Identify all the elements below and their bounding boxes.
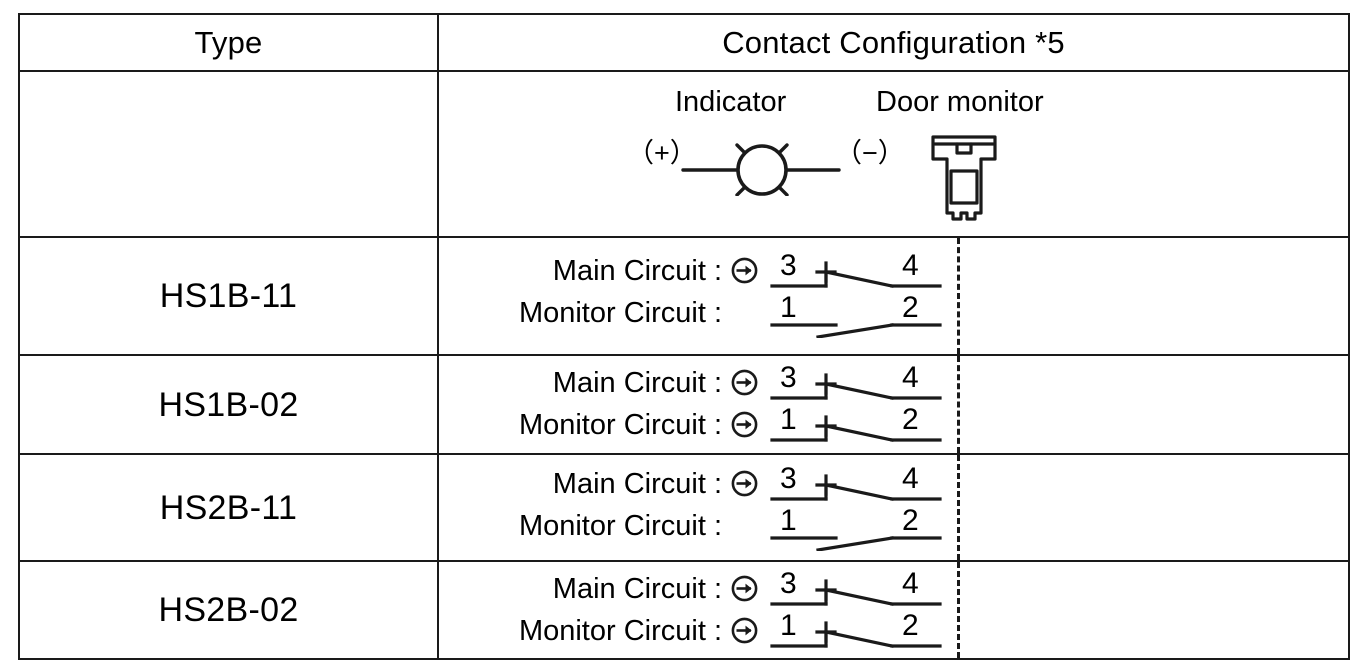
config-area: Main Circuit : 3 4: [439, 238, 1348, 354]
direct-opening-action-icon: [731, 411, 758, 438]
header-label-contact-configuration: Contact Configuration *5: [722, 25, 1065, 60]
terminal-number-left: 1: [780, 504, 797, 537]
no-contact-icon: [770, 323, 942, 339]
linkage-dashed-line: [957, 455, 960, 560]
direct-opening-action-icon: [731, 369, 758, 396]
terminal-number-left: 1: [780, 291, 797, 324]
polarity-positive-label: （+）: [627, 138, 697, 168]
contact-symbol-nc: 1 2: [764, 610, 944, 656]
table-row: HS1B-11 Main Circuit :: [18, 236, 1350, 356]
circuit-row-monitor: Monitor Circuit : 1 2: [439, 292, 1348, 339]
table-row: HS1B-02 Main Circuit :: [18, 354, 1350, 455]
terminal-number-right: 2: [902, 504, 919, 537]
nc-contact-icon: [770, 621, 942, 648]
type-label: HS2B-02: [158, 591, 299, 629]
table-header-row: Type Contact Configuration *5: [18, 13, 1350, 72]
contact-symbol-no: 1 2: [764, 291, 944, 339]
terminal-number-right: 2: [902, 291, 919, 324]
door-monitor-label: Door monitor: [876, 86, 1044, 118]
lamp-icon: [681, 143, 841, 197]
symbol-legend-cell-empty: [18, 70, 439, 238]
linkage-dashed-line: [957, 562, 960, 658]
config-area: Main Circuit : 3 4: [439, 455, 1348, 560]
terminal-number-right: 2: [902, 403, 919, 436]
linkage-dashed-line: [957, 356, 960, 453]
circuit-label-monitor: Monitor Circuit :: [518, 409, 722, 441]
circuit-row-monitor: Monitor Circuit : 1 2: [439, 404, 1348, 446]
circuit-row-main: Main Circuit : 3 4: [439, 250, 1348, 292]
indicator-circuit-symbol: （+） （−）: [627, 132, 905, 197]
nc-contact-icon: [770, 373, 942, 400]
config-cell: Main Circuit : 3 4: [437, 560, 1350, 660]
circuit-row-monitor: Monitor Circuit : 1 2: [439, 505, 1348, 552]
contact-symbol-nc: 3 4: [764, 568, 944, 614]
contact-symbol-nc: 3 4: [764, 362, 944, 408]
actuator-key-icon: [931, 135, 997, 221]
contact-symbol-nc: 1 2: [764, 404, 944, 450]
nc-contact-icon: [770, 261, 942, 288]
nc-contact-icon: [770, 474, 942, 501]
circuit-label-main: Main Circuit :: [552, 255, 722, 287]
terminal-number-left: 3: [780, 567, 797, 600]
contact-configuration-table: Type Contact Configuration *5 Indicator …: [18, 13, 1350, 660]
type-cell: HS2B-11: [18, 453, 439, 562]
circuit-label-main: Main Circuit :: [552, 468, 722, 500]
type-label: HS1B-11: [159, 277, 298, 315]
config-cell: Main Circuit : 3 4: [437, 354, 1350, 455]
circuit-label-main: Main Circuit :: [552, 367, 722, 399]
terminal-number-right: 2: [902, 609, 919, 642]
circuit-row-main: Main Circuit : 3 4: [439, 568, 1348, 610]
polarity-negative-label: （−）: [835, 138, 905, 168]
header-cell-contact-configuration: Contact Configuration *5: [437, 13, 1350, 72]
terminal-number-left: 1: [780, 609, 797, 642]
type-label: HS1B-02: [158, 385, 299, 424]
indicator-label: Indicator: [675, 86, 787, 118]
contact-symbol-nc: 3 4: [764, 250, 944, 296]
type-cell: HS2B-02: [18, 560, 439, 660]
circuit-label-monitor: Monitor Circuit :: [518, 297, 722, 329]
terminal-number-right: 4: [902, 361, 919, 394]
symbol-legend-area: Indicator Door monitor （+） （−）: [439, 72, 1348, 236]
contact-symbol-no: 1 2: [764, 504, 944, 552]
symbol-legend-cell: Indicator Door monitor （+） （−）: [437, 70, 1350, 238]
terminal-number-right: 4: [902, 249, 919, 282]
circuit-label-monitor: Monitor Circuit :: [518, 510, 722, 542]
terminal-number-left: 1: [780, 403, 797, 436]
circuit-label-monitor: Monitor Circuit :: [518, 615, 722, 647]
terminal-number-left: 3: [780, 361, 797, 394]
direct-opening-action-icon: [731, 470, 758, 497]
circuit-row-monitor: Monitor Circuit : 1 2: [439, 610, 1348, 652]
terminal-number-left: 3: [780, 249, 797, 282]
header-cell-type: Type: [18, 13, 439, 72]
circuit-row-main: Main Circuit : 3 4: [439, 362, 1348, 404]
circuit-row-main: Main Circuit : 3 4: [439, 463, 1348, 505]
header-label-type: Type: [194, 25, 263, 60]
contact-symbol-nc: 3 4: [764, 463, 944, 509]
table-row: HS2B-02 Main Circuit :: [18, 560, 1350, 660]
door-monitor-actuator-symbol: [919, 127, 1009, 232]
type-cell: HS1B-02: [18, 354, 439, 455]
config-cell: Main Circuit : 3 4: [437, 453, 1350, 562]
circuit-label-main: Main Circuit :: [552, 573, 722, 605]
linkage-dashed-line: [957, 238, 960, 354]
config-cell: Main Circuit : 3 4: [437, 236, 1350, 356]
type-cell: HS1B-11: [18, 236, 439, 356]
direct-opening-action-icon: [731, 617, 758, 644]
terminal-number-right: 4: [902, 462, 919, 495]
config-area: Main Circuit : 3 4: [439, 356, 1348, 453]
direct-opening-action-icon: [731, 257, 758, 284]
direct-opening-action-icon: [731, 575, 758, 602]
table-row: HS2B-11 Main Circuit :: [18, 453, 1350, 562]
config-area: Main Circuit : 3 4: [439, 562, 1348, 658]
nc-contact-icon: [770, 579, 942, 606]
no-contact-icon: [770, 536, 942, 552]
nc-contact-icon: [770, 415, 942, 442]
symbol-legend-row: Indicator Door monitor （+） （−）: [18, 70, 1350, 238]
terminal-number-right: 4: [902, 567, 919, 600]
terminal-number-left: 3: [780, 462, 797, 495]
type-label: HS2B-11: [159, 488, 298, 527]
